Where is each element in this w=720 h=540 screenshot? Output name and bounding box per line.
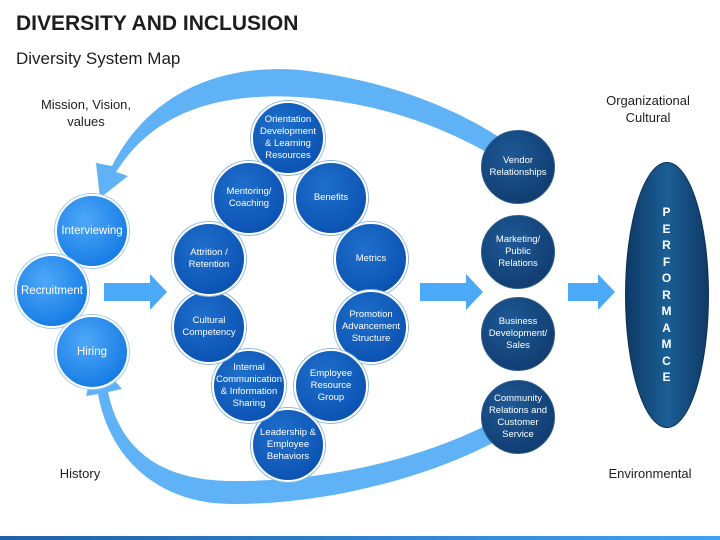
output-circle-community: Community Relations and Customer Service	[481, 380, 555, 454]
performance-letter: R	[662, 287, 672, 302]
label-organizational-cultural: Organizational Cultural	[606, 93, 690, 125]
ring-circle-attrition-retention: Attrition / Retention	[172, 222, 246, 296]
ring-circle-internal-communication: Internal Communication & Information Sha…	[212, 349, 286, 423]
performance-letter: C	[662, 353, 672, 368]
ring-circle-orientation: Orientation Development & Learning Resou…	[251, 101, 325, 175]
block-arrow-2	[420, 274, 483, 310]
label-mission-vision-values: Mission, Vision, values	[40, 97, 132, 129]
page-subtitle: Diversity System Map	[16, 49, 181, 68]
input-circle-recruitment: Recruitment	[15, 254, 89, 328]
performance-letter: E	[662, 370, 672, 385]
ring-circle-metrics: Metrics	[334, 222, 408, 296]
input-circle-hiring: Hiring	[55, 315, 129, 389]
label-environmental: Environmental	[608, 466, 692, 481]
feedback-arrow-bottom	[86, 358, 512, 505]
ring-circle-leadership: Leadership & Employee Behaviors	[251, 408, 325, 482]
performance-letter: A	[662, 320, 672, 335]
output-circle-vendor: Vendor Relationships	[481, 130, 555, 204]
performance-letter: M	[661, 304, 673, 319]
bottom-accent-bar	[0, 536, 720, 540]
performance-letter: P	[662, 205, 672, 220]
output-circle-business-development: Business Development/ Sales	[481, 297, 555, 371]
ring-circle-employee-resource-group: Employee Resource Group	[294, 349, 368, 423]
output-circle-marketing: Marketing/ Public Relations	[481, 215, 555, 289]
feedback-arrow-top	[96, 69, 518, 198]
performance-ellipse: P E R F O R M A M C E	[625, 162, 709, 428]
block-arrow-1	[104, 274, 167, 310]
page-title: DIVERSITY AND INCLUSION	[16, 12, 299, 35]
label-history: History	[59, 466, 101, 481]
performance-letter: O	[661, 271, 673, 286]
ring-circle-cultural-competency: Cultural Competency	[172, 290, 246, 364]
ring-circle-mentoring-coaching: Mentoring/ Coaching	[212, 161, 286, 235]
input-circle-interviewing: Interviewing	[55, 194, 129, 268]
performance-letter: F	[662, 254, 672, 269]
ring-circle-benefits: Benefits	[294, 161, 368, 235]
performance-letter: M	[661, 337, 673, 352]
block-arrow-3	[568, 274, 615, 310]
performance-letter: E	[662, 221, 672, 236]
ring-circle-promotion: Promotion Advancement Structure	[334, 290, 408, 364]
performance-letter: R	[662, 238, 672, 253]
